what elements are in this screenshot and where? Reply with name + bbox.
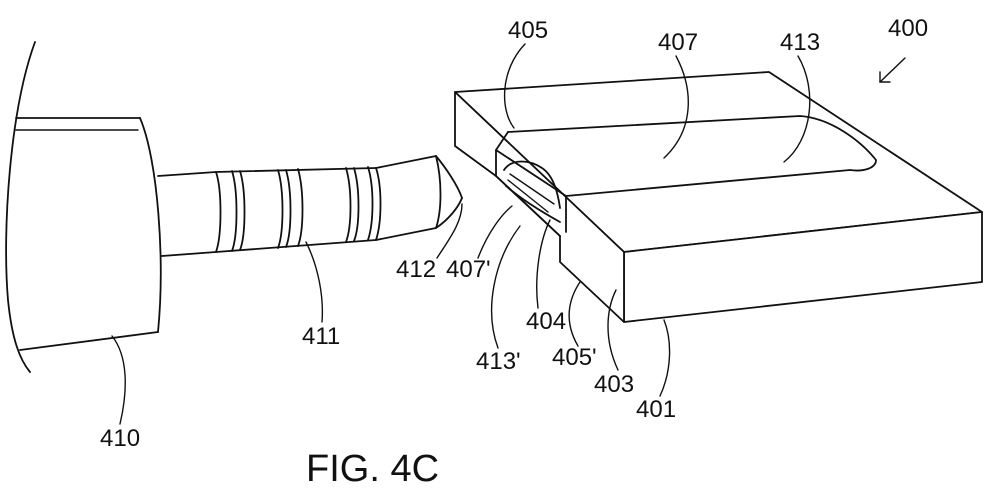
- reference-labels: 400 405 407 413 412 407' 411 404 413' 40…: [100, 15, 928, 452]
- leader-lines: [111, 43, 906, 425]
- device-body-410: [5, 41, 162, 373]
- label-411: 411: [302, 323, 340, 350]
- connector-block-400: [454, 71, 983, 323]
- label-407: 407: [658, 29, 698, 56]
- label-412: 412: [396, 256, 436, 283]
- plug-411: [157, 166, 382, 257]
- label-405: 405: [508, 17, 548, 44]
- figure-caption: FIG. 4C: [306, 448, 439, 490]
- label-404: 404: [526, 308, 566, 335]
- plug-tip-412: [375, 155, 463, 241]
- label-403: 403: [594, 371, 634, 398]
- label-405-prime: 405': [552, 344, 597, 371]
- label-413: 413: [780, 29, 820, 56]
- label-413-prime: 413': [476, 348, 521, 375]
- label-410: 410: [100, 425, 140, 452]
- label-407-prime: 407': [446, 256, 491, 283]
- label-400: 400: [888, 15, 928, 42]
- label-401: 401: [636, 396, 676, 423]
